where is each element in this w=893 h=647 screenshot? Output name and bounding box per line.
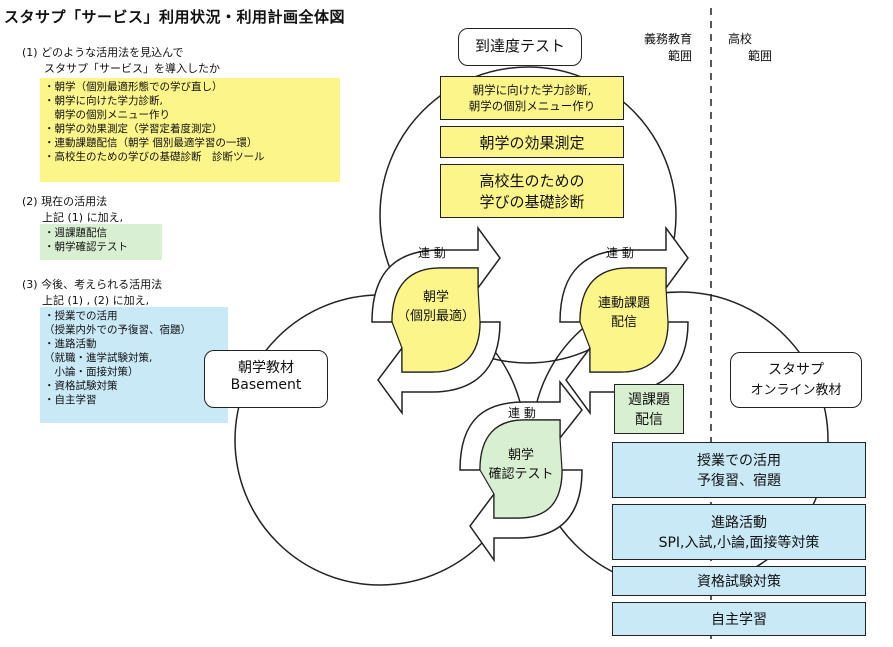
list-item: ・朝学（個別最適形態での学び直し） [44, 81, 223, 93]
section3-heading: (3) 今後、考えられる活用法 [22, 278, 163, 291]
list-item: ・高校生のための学びの基礎診断 診断ツール [44, 151, 265, 163]
diagnosis-line2: 朝学の個別メニュー作り [468, 99, 596, 113]
weekly-task-box: 週課題 配信 [614, 384, 684, 434]
stasapu-online-line2: オンライン教材 [750, 383, 842, 398]
list-item: 小論・面接対策） [44, 366, 139, 378]
basic-diagnosis-box: 高校生のための 学びの基礎診断 [440, 164, 624, 218]
compulsory-scope-line1: 義務教育 [643, 32, 692, 46]
list-item: ・資格試験対策 [44, 380, 118, 392]
basic-diagnosis-line2: 学びの基礎診断 [479, 193, 585, 211]
basement-label-line1: 朝学教材 [238, 360, 294, 376]
list-item: ・進路活動 [44, 338, 97, 350]
self-study-box: 自主学習 [612, 602, 866, 636]
class-usage-line2: 予復習、宿題 [697, 473, 781, 489]
kakunin-line1: 朝学 [507, 448, 534, 463]
link-label-3: 連 動 [508, 406, 536, 420]
class-usage-line1: 授業での活用 [697, 453, 781, 469]
basement-label: 朝学教材 Basement [204, 350, 328, 408]
list-item: ・連動課題配信（朝学 個別最適学習の一環） [44, 137, 258, 149]
weekly-line2: 配信 [635, 412, 663, 428]
career-line1: 進路活動 [711, 515, 767, 531]
list-item: ・週課題配信 [44, 227, 107, 239]
kakunin-line2: 確認テスト [488, 467, 554, 482]
link-label-2: 連 動 [606, 246, 634, 260]
renkadai-line2: 配信 [610, 315, 637, 330]
section2-list: ・週課題配信 ・朝学確認テスト [40, 224, 162, 260]
class-usage-box: 授業での活用 予復習、宿題 [612, 442, 866, 498]
stasapu-online-line1: スタサプ [768, 362, 824, 378]
list-item: ・授業での活用 [44, 310, 118, 322]
high-scope-line2: 範囲 [748, 49, 773, 63]
basement-label-line2: Basement [230, 377, 302, 393]
weekly-line1: 週課題 [628, 392, 670, 408]
renkadai-line1: 連動課題 [597, 296, 650, 311]
career-box: 進路活動 SPI,入試,小論,面接等対策 [612, 504, 866, 560]
asagaku-line2: （個別最適） [396, 309, 475, 324]
list-item: ・自主学習 [44, 394, 97, 406]
list-item: ・朝学確認テスト [44, 241, 128, 253]
basic-diagnosis-line1: 高校生のための [479, 172, 585, 190]
cycle3-core [479, 419, 563, 519]
renkadai-cycle-text: 連動課題 配信 [580, 292, 668, 330]
section3-list: ・授業での活用 （授業内外での予復習、宿題） ・進路活動 （就職・進学試験対策,… [40, 307, 228, 423]
compulsory-scope-label: 義務教育 範囲 [630, 30, 692, 64]
list-item: ・朝学に向けた学力診断, [44, 95, 163, 107]
compulsory-scope-line2: 範囲 [667, 49, 692, 63]
section1-heading-line1: (1) どのような活用法を見込んで [22, 46, 184, 59]
section1-list: ・朝学（個別最適形態での学び直し） ・朝学に向けた学力診断, 朝学の個別メニュー… [40, 78, 340, 182]
list-item: （就職・進学試験対策, [44, 352, 153, 364]
kakunin-cycle-text: 朝学 確認テスト [478, 444, 564, 482]
high-scope-label: 高校 範囲 [728, 30, 788, 64]
section1-heading-line2: スタサプ「サービス」を導入したか [44, 62, 220, 75]
list-item: ・朝学の効果測定（学習定着度測定） [44, 123, 223, 135]
stasapu-online-label: スタサプ オンライン教材 [730, 352, 862, 408]
achievement-test-label: 到達度テスト [458, 28, 582, 66]
list-item: 朝学の個別メニュー作り [44, 109, 170, 121]
career-line2: SPI,入試,小論,面接等対策 [658, 535, 820, 551]
high-scope-line1: 高校 [728, 32, 753, 46]
qualification-box: 資格試験対策 [612, 566, 866, 596]
top-circle [379, 66, 677, 364]
effect-measure-box: 朝学の効果測定 [440, 126, 624, 158]
cycle2-core [579, 267, 669, 373]
list-item: （授業内外での予復習、宿題） [44, 324, 191, 336]
diagnosis-line1: 朝学に向けた学力診断, [472, 83, 592, 97]
asagaku-line1: 朝学 [422, 290, 449, 305]
section2-heading: (2) 現在の活用法 [22, 195, 108, 208]
diagnosis-box: 朝学に向けた学力診断, 朝学の個別メニュー作り [440, 76, 624, 120]
section1-heading: (1) どのような活用法を見込んで スタサプ「サービス」を導入したか [22, 44, 220, 76]
asagaku-cycle-text: 朝学 （個別最適） [392, 286, 480, 324]
section2-sub: 上記 (1) に加え, [42, 211, 124, 224]
page-title: スタサプ「サービス」利用状況・利用計画全体図 [4, 8, 346, 26]
cycle1-core [391, 267, 481, 373]
section3-sub: 上記 (1) , (2) に加え, [42, 294, 150, 307]
link-label-1: 連 動 [418, 246, 446, 260]
